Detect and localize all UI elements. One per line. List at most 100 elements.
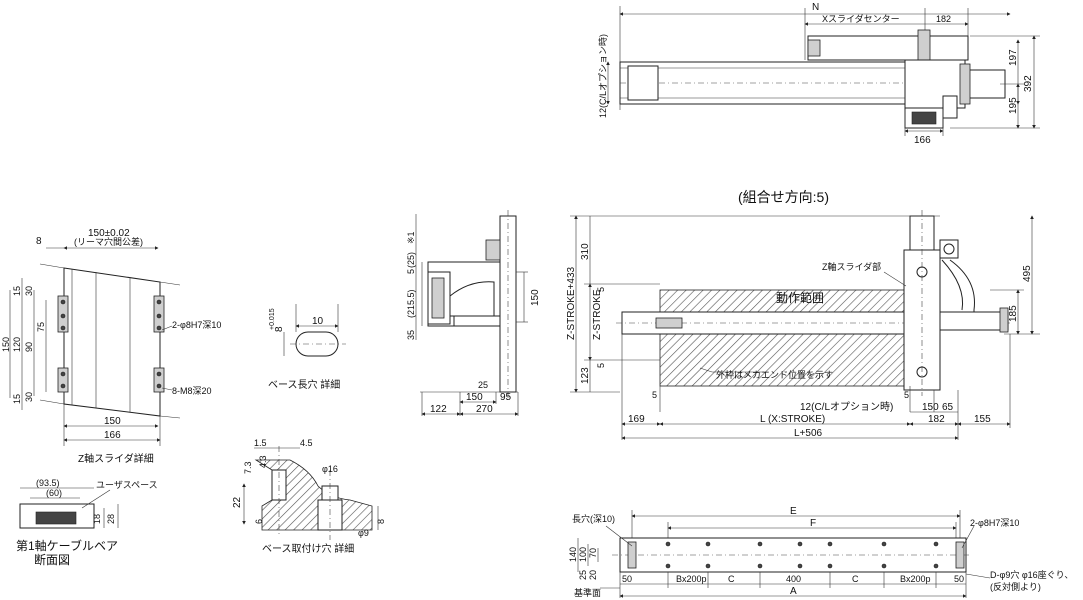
- dim-75: 75: [36, 322, 46, 332]
- slot-8: 8: [274, 326, 285, 332]
- dim-e: E: [790, 506, 797, 517]
- z-slider-caption: Z軸スライダ詳細: [78, 452, 154, 465]
- dim-30b: 30: [24, 392, 34, 402]
- seg-2: C: [728, 574, 735, 584]
- dim-169: 169: [628, 414, 645, 425]
- long-hole: 長穴(深10): [572, 513, 615, 524]
- front-view: 動作範囲 Z軸スライダ部 外枠はメカエンド位置を示す Z-STROKE+433 …: [566, 210, 1040, 440]
- mount-7_3: 7.3: [243, 461, 253, 474]
- z-stroke: Z-STROKE: [592, 289, 603, 340]
- user-space: ユーザスペース: [96, 480, 158, 490]
- combo-direction: (組合せ方向:5): [738, 189, 829, 205]
- mount-22: 22: [232, 496, 243, 508]
- slot-caption: ベース長穴 詳細: [268, 378, 340, 391]
- dim-310: 310: [580, 243, 591, 260]
- seg-4: C: [852, 574, 859, 584]
- dim-5a: 5: [596, 287, 606, 292]
- hole-spec-b: 8-M8深20: [172, 386, 212, 396]
- dim-392: 392: [1023, 75, 1034, 92]
- ref-plane: 基準面: [574, 587, 601, 598]
- mount-1_5: 1.5: [254, 438, 267, 448]
- dim-90: 90: [24, 342, 34, 352]
- mount-holes: [57, 295, 165, 393]
- side-35: 35: [406, 330, 416, 340]
- side-5: 5: [406, 269, 416, 274]
- d-holes-2: (反対側より): [990, 581, 1041, 592]
- dim-n: N: [812, 2, 819, 13]
- cable-caption-1: 第1軸ケーブルベア: [16, 538, 118, 553]
- side-270: 270: [476, 404, 493, 415]
- width-150: 150: [104, 416, 121, 427]
- side-note: ※1: [406, 231, 416, 244]
- dim-150: 150: [922, 402, 939, 413]
- dim-5d: 5: [904, 390, 909, 400]
- seg-0: 50: [622, 574, 632, 584]
- z-slider-detail: 150±0.02 (リーマ穴間公差) 8 15 30 75 150: [1, 228, 221, 465]
- dim-100: 100: [578, 547, 588, 562]
- side-25: (25): [406, 252, 416, 268]
- dim-a: A: [790, 586, 797, 597]
- dim-123: 123: [580, 367, 591, 384]
- ream-tolerance: (リーマ穴間公差): [74, 236, 143, 247]
- slot-detail: 10 8 +0.015 ベース長穴 詳細: [268, 304, 346, 391]
- cable-60: (60): [46, 488, 62, 498]
- mount-8: 8: [376, 519, 386, 524]
- dim-120: 120: [12, 337, 22, 352]
- slot-tol: +0.015: [269, 308, 276, 330]
- slot-10: 10: [312, 316, 324, 327]
- dim-185: 185: [1008, 305, 1019, 322]
- cable-caption-2: 断面図: [34, 552, 70, 567]
- side-215_5: (215.5): [406, 289, 416, 318]
- seg-1: Bx200p: [676, 574, 707, 584]
- dim-15b: 15: [12, 394, 22, 404]
- dim-f: F: [810, 518, 816, 529]
- dim-195: 195: [1008, 97, 1019, 114]
- dim-140: 140: [568, 547, 578, 562]
- dim-65: 65: [942, 402, 954, 413]
- side-122: 122: [430, 404, 447, 415]
- mount-phi9: φ9: [358, 528, 369, 538]
- hole-spec-a: 2-φ8H7深10: [172, 320, 221, 330]
- dim-70: 70: [588, 548, 598, 558]
- cable-93_5: (93.5): [36, 478, 60, 488]
- dim-20: 20: [588, 570, 598, 580]
- l-506: L+506: [794, 428, 823, 439]
- top-view: N Xスライダセンター 182 197 392 195: [598, 2, 1040, 146]
- side-150b: 150: [466, 392, 483, 403]
- dim-25: 25: [578, 570, 588, 580]
- cable-28: 28: [106, 514, 116, 524]
- outer-frame-note: 外枠はメカエンド位置を示す: [716, 369, 833, 380]
- cable-section: (93.5) (60) ユーザスペース 18 28 第1軸ケーブルベア 断面図: [16, 478, 158, 567]
- cable-18: 18: [92, 514, 102, 524]
- dim-30a: 30: [24, 286, 34, 296]
- dim-8: 8: [36, 236, 42, 247]
- option-note: 12(C/Lオプション時): [598, 34, 608, 118]
- operating-range-label: 動作範囲: [776, 290, 824, 305]
- width-166: 166: [104, 430, 121, 441]
- side-25b: 25: [478, 380, 488, 390]
- hole-spec: 2-φ8H7深10: [970, 518, 1019, 528]
- dim-166: 166: [914, 135, 931, 146]
- seg-5: Bx200p: [900, 574, 931, 584]
- dim-5b: 5: [596, 363, 606, 368]
- side-95: 95: [500, 392, 512, 403]
- d-holes: D-φ9穴 φ16座ぐり、: [990, 569, 1073, 580]
- mount-hole-detail: 1.5 4.5 7.3 4.3 φ16 22 6 8 φ9 ベース取付け穴 詳細: [232, 438, 386, 555]
- l-stroke: L (X:STROKE): [760, 414, 825, 425]
- z-slider-label: Z軸スライダ部: [822, 261, 881, 272]
- dim-15a: 15: [12, 286, 22, 296]
- dim-5c: 5: [652, 390, 657, 400]
- dim-197: 197: [1008, 49, 1019, 66]
- mount-6: 6: [254, 519, 264, 524]
- side-view: 150 (25) ※1 (215.5) 5 35 25 150 95 122 2…: [406, 210, 541, 416]
- side-150: 150: [530, 289, 541, 306]
- dim-150: 150: [1, 337, 11, 352]
- mount-caption: ベース取付け穴 詳細: [262, 542, 354, 555]
- option-12: 12(C/Lオプション時): [800, 401, 893, 413]
- mount-phi16: φ16: [322, 464, 338, 474]
- mount-4_5: 4.5: [300, 438, 313, 448]
- seg-3: 400: [786, 574, 801, 584]
- z-stroke-433: Z-STROKE+433: [566, 266, 577, 340]
- operating-range: [659, 289, 911, 387]
